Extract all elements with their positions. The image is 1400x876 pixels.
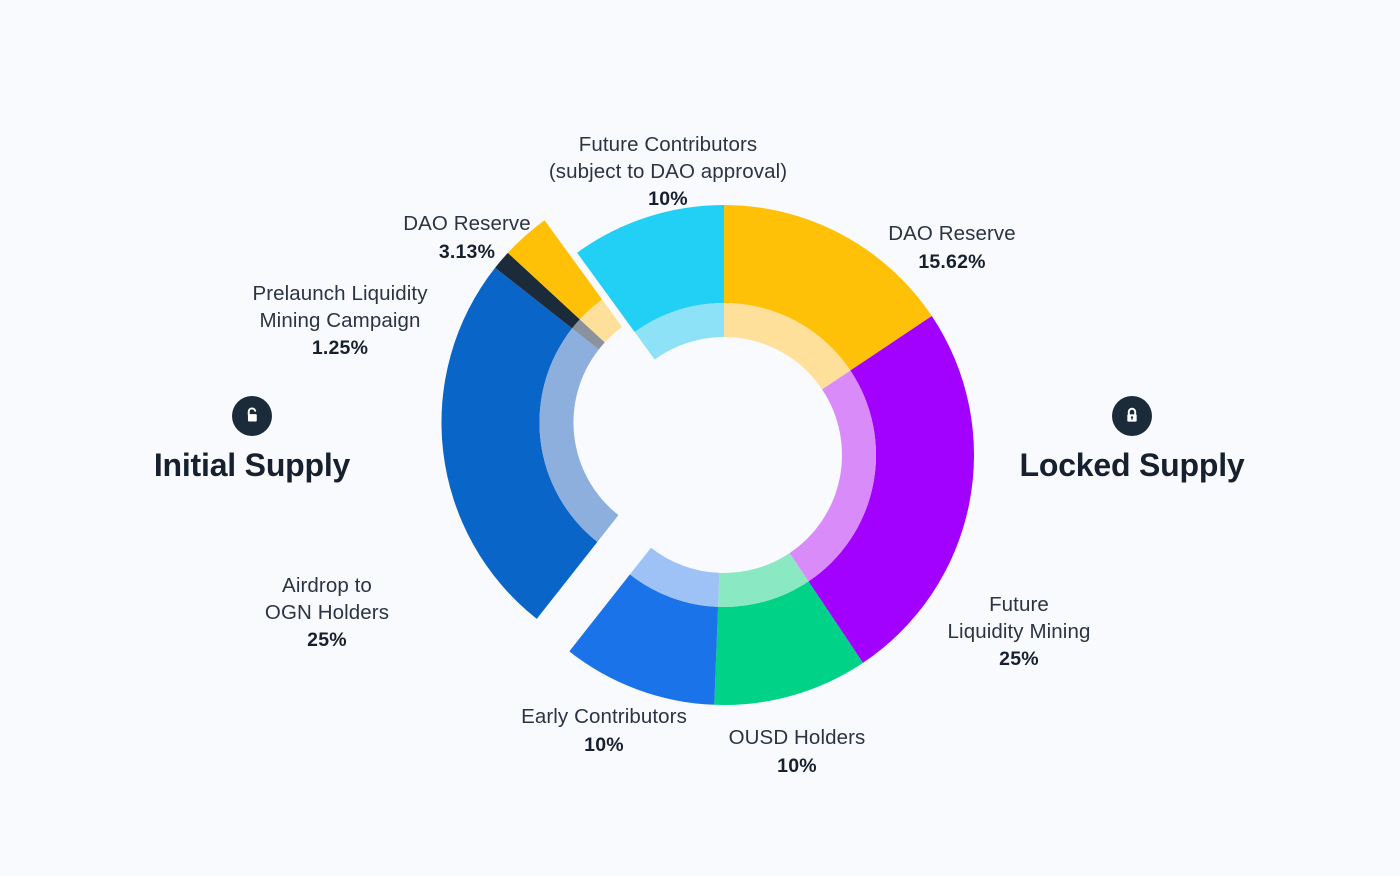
slice-label-percent: 15.62% (918, 250, 986, 273)
slice-label-percent: 25% (999, 648, 1039, 671)
unlock-icon (232, 396, 272, 436)
slice-label-name-2: OGN Holders (264, 600, 390, 624)
lock-icon (1112, 396, 1152, 436)
slice-label-ousd-holders: OUSD Holders 10% (690, 725, 904, 779)
donut-inner-ring (539, 299, 876, 608)
slice-label-name: DAO Reserve (403, 212, 531, 235)
slice-label-dao-reserve-locked: DAO Reserve 15.62% (832, 221, 1072, 275)
slice-label-name: Future (989, 593, 1049, 616)
locked-supply-title: Locked Supply (1019, 447, 1245, 483)
locked-supply-group: Locked Supply (962, 396, 1302, 483)
slice-label-future-liquidity-mining: Future Liquidity Mining 25% (908, 592, 1130, 673)
donut-slice-inner-dao-reserve-locked (724, 303, 851, 390)
donut-slice-dao-reserve-locked (724, 205, 932, 371)
slice-label-name-2: Liquidity Mining (947, 619, 1091, 643)
slice-label-percent: 3.13% (438, 240, 496, 263)
donut-slice-future-contributors (577, 205, 724, 333)
slice-label-name: Prelaunch Liquidity (252, 282, 428, 305)
slice-label-prelaunch-liquidity-mining: Prelaunch Liquidity Mining Campaign 1.25… (222, 281, 458, 362)
slice-label-percent: 25% (307, 629, 347, 652)
donut-slice-inner-airdrop-ogn-holders (539, 328, 619, 542)
slice-label-percent: 10% (648, 188, 688, 211)
slice-label-percent: 10% (584, 733, 624, 756)
donut-slice-inner-dao-reserve-initial (579, 299, 623, 343)
slice-label-name: Future Contributors (578, 133, 758, 156)
slice-label-name: Early Contributors (521, 705, 687, 728)
slice-label-name: Airdrop to (282, 574, 372, 597)
donut-slice-inner-future-contributors (634, 303, 724, 360)
donut-slice-future-liquidity-mining (808, 316, 974, 663)
donut-slice-prelaunch-liquidity-mining (495, 252, 580, 329)
slice-label-name: OUSD Holders (728, 726, 866, 749)
initial-supply-title: Initial Supply (153, 447, 351, 483)
initial-supply-group: Initial Supply (82, 396, 422, 483)
donut-slice-dao-reserve-initial (507, 220, 603, 320)
slice-label-name-2: Mining Campaign (259, 308, 421, 332)
slice-label-name: DAO Reserve (888, 222, 1016, 245)
slice-label-name-2: (subject to DAO approval) (548, 159, 788, 183)
slice-label-early-contributors: Early Contributors 10% (497, 704, 711, 758)
slice-label-percent: 10% (777, 754, 817, 777)
donut-slice-inner-ousd-holders (718, 553, 809, 608)
slice-label-dao-reserve-initial: DAO Reserve 3.13% (366, 211, 568, 265)
slice-label-airdrop-ogn-holders: Airdrop to OGN Holders 25% (222, 573, 432, 654)
donut-slice-early-contributors (569, 574, 719, 705)
slice-label-future-contributors: Future Contributors (subject to DAO appr… (478, 132, 858, 213)
slice-label-percent: 1.25% (311, 337, 369, 360)
donut-slice-inner-early-contributors (629, 547, 720, 607)
donut-slice-inner-prelaunch-liquidity-mining (572, 319, 605, 350)
donut-slice-airdrop-ogn-holders (441, 267, 598, 619)
donut-slice-ousd-holders (714, 581, 863, 705)
donut-outer-ring (441, 205, 974, 705)
donut-slice-inner-future-liquidity-mining (789, 370, 876, 582)
